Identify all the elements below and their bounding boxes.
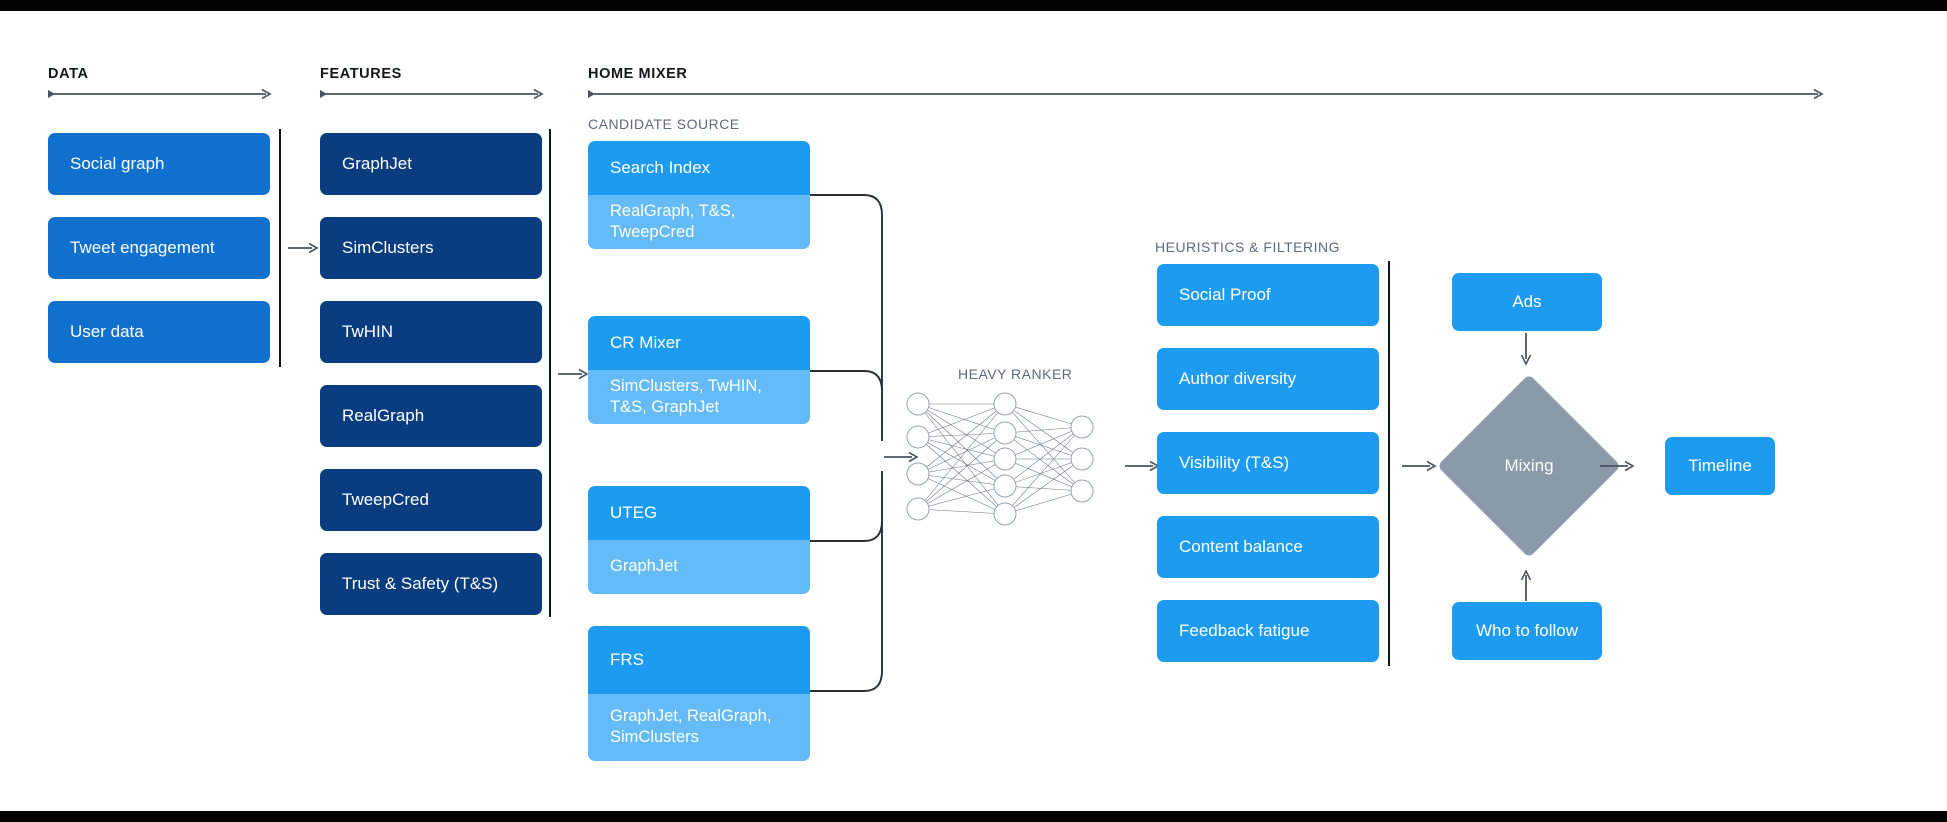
- section-label-home-mixer: HOME MIXER: [588, 66, 688, 82]
- data-box-social-graph[interactable]: Social graph: [48, 133, 270, 195]
- candidate-source-card-search-index[interactable]: Search Index RealGraph, T&S, TweepCred: [588, 141, 810, 249]
- heavy-ranker-neural-network: [906, 392, 1094, 526]
- arrow-mixing-to-timeline: [1600, 460, 1635, 472]
- heuristics-box-author-diversity[interactable]: Author diversity: [1157, 348, 1379, 410]
- section-label-features: FEATURES: [320, 66, 402, 82]
- feature-box-graphjet[interactable]: GraphJet: [320, 133, 542, 195]
- mixing-label: Mixing: [1504, 456, 1554, 475]
- divider-features-mixer: [549, 129, 551, 617]
- data-box-label: Tweet engagement: [70, 238, 215, 258]
- candidate-source-to-ranker-connector: [810, 194, 883, 692]
- heuristics-box-label: Content balance: [1179, 537, 1303, 557]
- heuristics-box-label: Feedback fatigue: [1179, 621, 1310, 641]
- feature-box-tweepcred[interactable]: TweepCred: [320, 469, 542, 531]
- diagram-canvas: DATA FEATURES HOME MIXER CANDIDATE SOURC…: [0, 11, 1947, 811]
- arrow-to-heavy-ranker: [884, 451, 919, 463]
- heuristics-box-label: Visibility (T&S): [1179, 453, 1290, 473]
- feature-box-label: SimClusters: [342, 238, 434, 258]
- candidate-source-title: FRS: [588, 626, 810, 694]
- data-box-user-data[interactable]: User data: [48, 301, 270, 363]
- arrow-features-to-candidate-source: [558, 368, 589, 380]
- heuristics-box-social-proof[interactable]: Social Proof: [1157, 264, 1379, 326]
- data-section-arrow: [48, 88, 272, 100]
- feature-box-trust-safety[interactable]: Trust & Safety (T&S): [320, 553, 542, 615]
- feature-box-twhin[interactable]: TwHIN: [320, 301, 542, 363]
- feature-box-simclusters[interactable]: SimClusters: [320, 217, 542, 279]
- heuristics-box-label: Social Proof: [1179, 285, 1271, 305]
- candidate-source-card-uteg[interactable]: UTEG GraphJet: [588, 486, 810, 594]
- arrow-who-to-follow-to-mixing: [1520, 569, 1532, 601]
- section-label-data: DATA: [48, 66, 89, 82]
- candidate-source-features: SimClusters, TwHIN, T&S, GraphJet: [588, 370, 810, 424]
- output-box-label: Timeline: [1688, 456, 1752, 476]
- arrow-heuristics-to-mixing: [1402, 460, 1437, 472]
- data-box-label: User data: [70, 322, 144, 342]
- section-label-heuristics: HEURISTICS & FILTERING: [1155, 239, 1340, 255]
- heuristics-box-label: Author diversity: [1179, 369, 1297, 389]
- candidate-source-card-cr-mixer[interactable]: CR Mixer SimClusters, TwHIN, T&S, GraphJ…: [588, 316, 810, 424]
- heuristics-box-visibility[interactable]: Visibility (T&S): [1157, 432, 1379, 494]
- data-box-tweet-engagement[interactable]: Tweet engagement: [48, 217, 270, 279]
- candidate-source-title: Search Index: [588, 141, 810, 195]
- arrow-ads-to-mixing: [1520, 333, 1532, 366]
- candidate-source-title: UTEG: [588, 486, 810, 540]
- candidate-source-features: GraphJet: [588, 540, 810, 594]
- home-mixer-section-arrow: [588, 88, 1824, 100]
- output-box-label: Who to follow: [1475, 621, 1579, 641]
- heuristics-box-feedback-fatigue[interactable]: Feedback fatigue: [1157, 600, 1379, 662]
- divider-heuristics-output: [1388, 261, 1390, 666]
- candidate-source-title: CR Mixer: [588, 316, 810, 370]
- divider-data-features: [279, 129, 281, 367]
- heuristics-box-content-balance[interactable]: Content balance: [1157, 516, 1379, 578]
- candidate-source-card-frs[interactable]: FRS GraphJet, RealGraph, SimClusters: [588, 626, 810, 761]
- feature-box-label: TweepCred: [342, 490, 429, 510]
- feature-box-label: GraphJet: [342, 154, 412, 174]
- feature-box-label: RealGraph: [342, 406, 425, 426]
- section-label-heavy-ranker: HEAVY RANKER: [958, 366, 1073, 382]
- feature-box-label: TwHIN: [342, 322, 393, 342]
- feature-box-label: Trust & Safety (T&S): [342, 574, 499, 594]
- candidate-source-features: GraphJet, RealGraph, SimClusters: [588, 693, 810, 761]
- arrow-data-to-features: [288, 242, 319, 254]
- section-label-candidate-source: CANDIDATE SOURCE: [588, 116, 740, 132]
- data-box-label: Social graph: [70, 154, 165, 174]
- output-box-ads[interactable]: Ads: [1452, 273, 1602, 331]
- feature-box-realgraph[interactable]: RealGraph: [320, 385, 542, 447]
- output-box-label: Ads: [1512, 292, 1542, 312]
- features-section-arrow: [320, 88, 544, 100]
- output-box-who-to-follow[interactable]: Who to follow: [1452, 602, 1602, 660]
- output-box-timeline[interactable]: Timeline: [1665, 437, 1775, 495]
- candidate-source-features: RealGraph, T&S, TweepCred: [588, 195, 810, 249]
